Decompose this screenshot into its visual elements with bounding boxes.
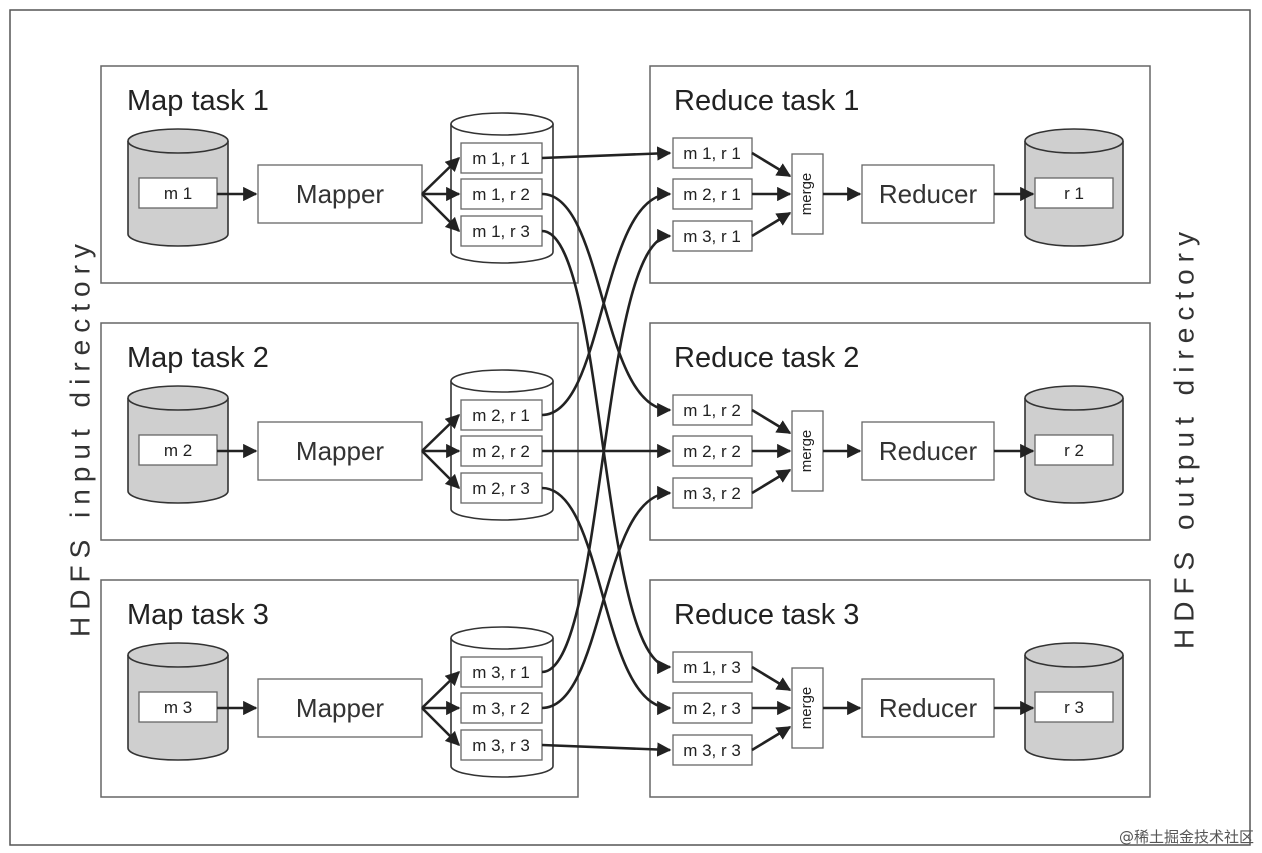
reduce-input-box: [672, 220, 753, 252]
mapper-box: [257, 164, 423, 224]
mapper-box: [257, 421, 423, 481]
reduce-input-box: [672, 178, 753, 210]
partition-label: m 3, r 1: [472, 663, 530, 682]
reduce-input-label: m 2, r 2: [683, 442, 741, 461]
output-file-box: [1034, 177, 1114, 209]
arrow: [421, 707, 461, 747]
output-file-box: [1034, 691, 1114, 723]
reducer-label: Reducer: [879, 179, 978, 209]
arrow: [751, 665, 792, 692]
reduce-task-1: Reduce task 1 m 1, r 1 m 2, r 1 m 3, r 1…: [649, 65, 1151, 284]
map-task-3: Map task 3 m 3 Mapper m 3, r 1 m 3, r 2 …: [100, 579, 579, 798]
partition-box: [460, 435, 543, 467]
partition-label: m 3, r 3: [472, 736, 530, 755]
reducer-box: [861, 164, 995, 224]
reducer-label: Reducer: [879, 436, 978, 466]
input-split-box: [138, 177, 218, 209]
merge-box: [791, 153, 824, 235]
partition-label: m 2, r 3: [472, 479, 530, 498]
flow-arrows: [217, 146, 1035, 757]
reduce-task-title: Reduce task 2: [674, 342, 859, 374]
hdfs-input-directory-label: HDFS input directory: [64, 237, 95, 637]
partition-box: [460, 692, 543, 724]
reduce-task-title: Reduce task 3: [674, 599, 859, 631]
reduce-input-label: m 3, r 2: [683, 484, 741, 503]
output-file-label: r 3: [1064, 698, 1084, 717]
reduce-task-2: Reduce task 2 m 1, r 2 m 2, r 2 m 3, r 2…: [649, 322, 1151, 541]
reduce-input-label: m 1, r 1: [683, 144, 741, 163]
reduce-input-label: m 3, r 1: [683, 227, 741, 246]
arrow: [751, 211, 792, 238]
input-split-label: m 2: [164, 441, 192, 460]
arrow: [751, 725, 792, 752]
map-task-2: Map task 2 m 2 Mapper m 2, r 1 m 2, r 2 …: [100, 322, 579, 541]
map-task-title: Map task 2: [127, 342, 269, 374]
shuffle-arrow: [541, 146, 672, 161]
reduce-task-title: Reduce task 1: [674, 85, 859, 117]
output-file-label: r 2: [1064, 441, 1084, 460]
watermark: @稀土掘金技术社区: [1119, 828, 1254, 846]
output-file-label: r 1: [1064, 184, 1084, 203]
input-split-box: [138, 691, 218, 723]
map-task-title: Map task 1: [127, 85, 269, 117]
mapper-label: Mapper: [296, 693, 384, 723]
mapper-label: Mapper: [296, 436, 384, 466]
shuffle-arrow: [541, 742, 672, 757]
reduce-input-label: m 1, r 2: [683, 401, 741, 420]
arrow: [751, 408, 792, 435]
partition-label: m 2, r 1: [472, 406, 530, 425]
arrow: [421, 193, 461, 233]
mapper-label: Mapper: [296, 179, 384, 209]
output-file-box: [1034, 434, 1114, 466]
input-split-label: m 3: [164, 698, 192, 717]
arrow: [751, 151, 792, 178]
map-task-title: Map task 3: [127, 599, 269, 631]
partition-label: m 1, r 1: [472, 149, 530, 168]
arrow: [421, 414, 461, 452]
reduce-input-box: [672, 692, 753, 724]
reduce-input-label: m 2, r 3: [683, 699, 741, 718]
arrow: [421, 450, 461, 490]
input-split-label: m 1: [164, 184, 192, 203]
reduce-input-label: m 2, r 1: [683, 185, 741, 204]
merge-label: merge: [798, 687, 815, 730]
reduce-task-3: Reduce task 3 m 1, r 3 m 2, r 3 m 3, r 3…: [649, 579, 1151, 798]
partition-box: [460, 472, 543, 504]
partition-label: m 2, r 2: [472, 442, 530, 461]
reduce-input-label: m 3, r 3: [683, 741, 741, 760]
reduce-input-box: [672, 651, 753, 683]
shuffle-arrow: [541, 485, 672, 710]
arrow: [421, 157, 461, 195]
hdfs-output-directory-label: HDFS output directory: [1168, 225, 1199, 649]
partition-box: [460, 142, 543, 174]
arrow: [421, 671, 461, 709]
reduce-input-box: [672, 477, 753, 509]
reduce-input-label: m 1, r 3: [683, 658, 741, 677]
merge-box: [791, 667, 824, 749]
mapper-box: [257, 678, 423, 738]
merge-label: merge: [798, 173, 815, 216]
partition-label: m 3, r 2: [472, 699, 530, 718]
reduce-input-box: [672, 137, 753, 169]
shuffle-arrow: [541, 186, 672, 417]
shuffle-arrow: [541, 228, 672, 674]
arrow: [751, 468, 792, 495]
partition-box: [460, 729, 543, 761]
merge-label: merge: [798, 430, 815, 473]
partition-label: m 1, r 2: [472, 185, 530, 204]
partition-label: m 1, r 3: [472, 222, 530, 241]
reducer-label: Reducer: [879, 693, 978, 723]
partition-box: [460, 399, 543, 431]
input-split-box: [138, 434, 218, 466]
reduce-input-box: [672, 394, 753, 426]
partition-box: [460, 656, 543, 688]
map-task-1: Map task 1 m 1 Mapper m 1, r 1 m 1, r 2 …: [100, 65, 579, 284]
